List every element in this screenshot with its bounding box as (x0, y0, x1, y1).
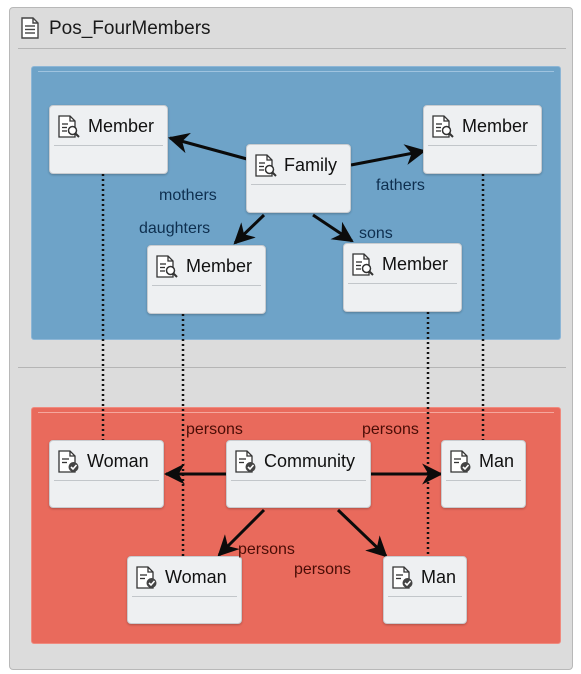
title-divider (18, 48, 566, 49)
node-divider (428, 145, 537, 146)
node-header: Woman (128, 557, 241, 597)
node-header: Member (50, 106, 167, 146)
edge-label-persons: persons (186, 421, 243, 438)
edge-label-persons: persons (238, 541, 295, 558)
node-divider (152, 285, 261, 286)
node-header: Family (247, 145, 350, 185)
node-label: Member (382, 254, 449, 274)
class-node-member-son[interactable]: Member (343, 243, 462, 312)
node-label: Community (264, 451, 356, 471)
node-header: Member (344, 244, 461, 284)
class-check-icon (235, 450, 256, 473)
class-check-icon (58, 450, 79, 473)
node-label: Woman (87, 451, 149, 471)
class-node-man-right[interactable]: Man (441, 440, 526, 508)
node-divider (388, 596, 462, 597)
node-divider (446, 480, 521, 481)
diagram-title: Pos_FourMembers (49, 18, 211, 39)
node-label: Member (462, 116, 529, 136)
node-divider (251, 184, 346, 185)
class-node-family[interactable]: Family (246, 144, 351, 213)
class-node-member-daughter[interactable]: Member (147, 245, 266, 314)
class-search-icon (352, 253, 374, 276)
node-divider (132, 596, 237, 597)
class-node-member-left[interactable]: Member (49, 105, 168, 174)
class-search-icon (58, 115, 80, 138)
class-node-man-bottom[interactable]: Man (383, 556, 467, 624)
class-check-icon (450, 450, 471, 473)
panel-divider (18, 367, 566, 368)
node-label: Man (421, 567, 457, 587)
node-label: Member (88, 116, 155, 136)
class-node-community[interactable]: Community (226, 440, 371, 508)
document-icon (21, 17, 39, 39)
edge-label-mothers: mothers (159, 187, 217, 204)
edge-label-daughters: daughters (139, 220, 211, 237)
node-header: Member (148, 246, 265, 286)
class-search-icon (255, 154, 277, 177)
class-check-icon (136, 566, 157, 589)
class-check-icon (392, 566, 413, 589)
edge-label-fathers: fathers (376, 177, 425, 194)
node-divider (54, 145, 163, 146)
node-label: Family (284, 155, 337, 175)
node-label: Woman (165, 567, 227, 587)
class-search-icon (432, 115, 454, 138)
panel-top-line (38, 71, 554, 72)
node-header: Member (424, 106, 541, 146)
node-header: Man (384, 557, 466, 597)
edge-label-sons: sons (359, 225, 393, 242)
class-node-woman-bottom[interactable]: Woman (127, 556, 242, 624)
node-header: Community (227, 441, 370, 481)
title-bar: Pos_FourMembers (10, 8, 572, 48)
node-label: Man (479, 451, 515, 471)
edge-label-persons: persons (294, 561, 351, 578)
panel-top-line (38, 412, 554, 413)
class-search-icon (156, 255, 178, 278)
class-node-member-right[interactable]: Member (423, 105, 542, 174)
node-header: Woman (50, 441, 163, 481)
node-divider (54, 480, 159, 481)
class-node-woman-left[interactable]: Woman (49, 440, 164, 508)
node-divider (231, 480, 366, 481)
node-label: Member (186, 256, 253, 276)
edge-label-persons: persons (362, 421, 419, 438)
node-header: Man (442, 441, 525, 481)
node-divider (348, 283, 457, 284)
